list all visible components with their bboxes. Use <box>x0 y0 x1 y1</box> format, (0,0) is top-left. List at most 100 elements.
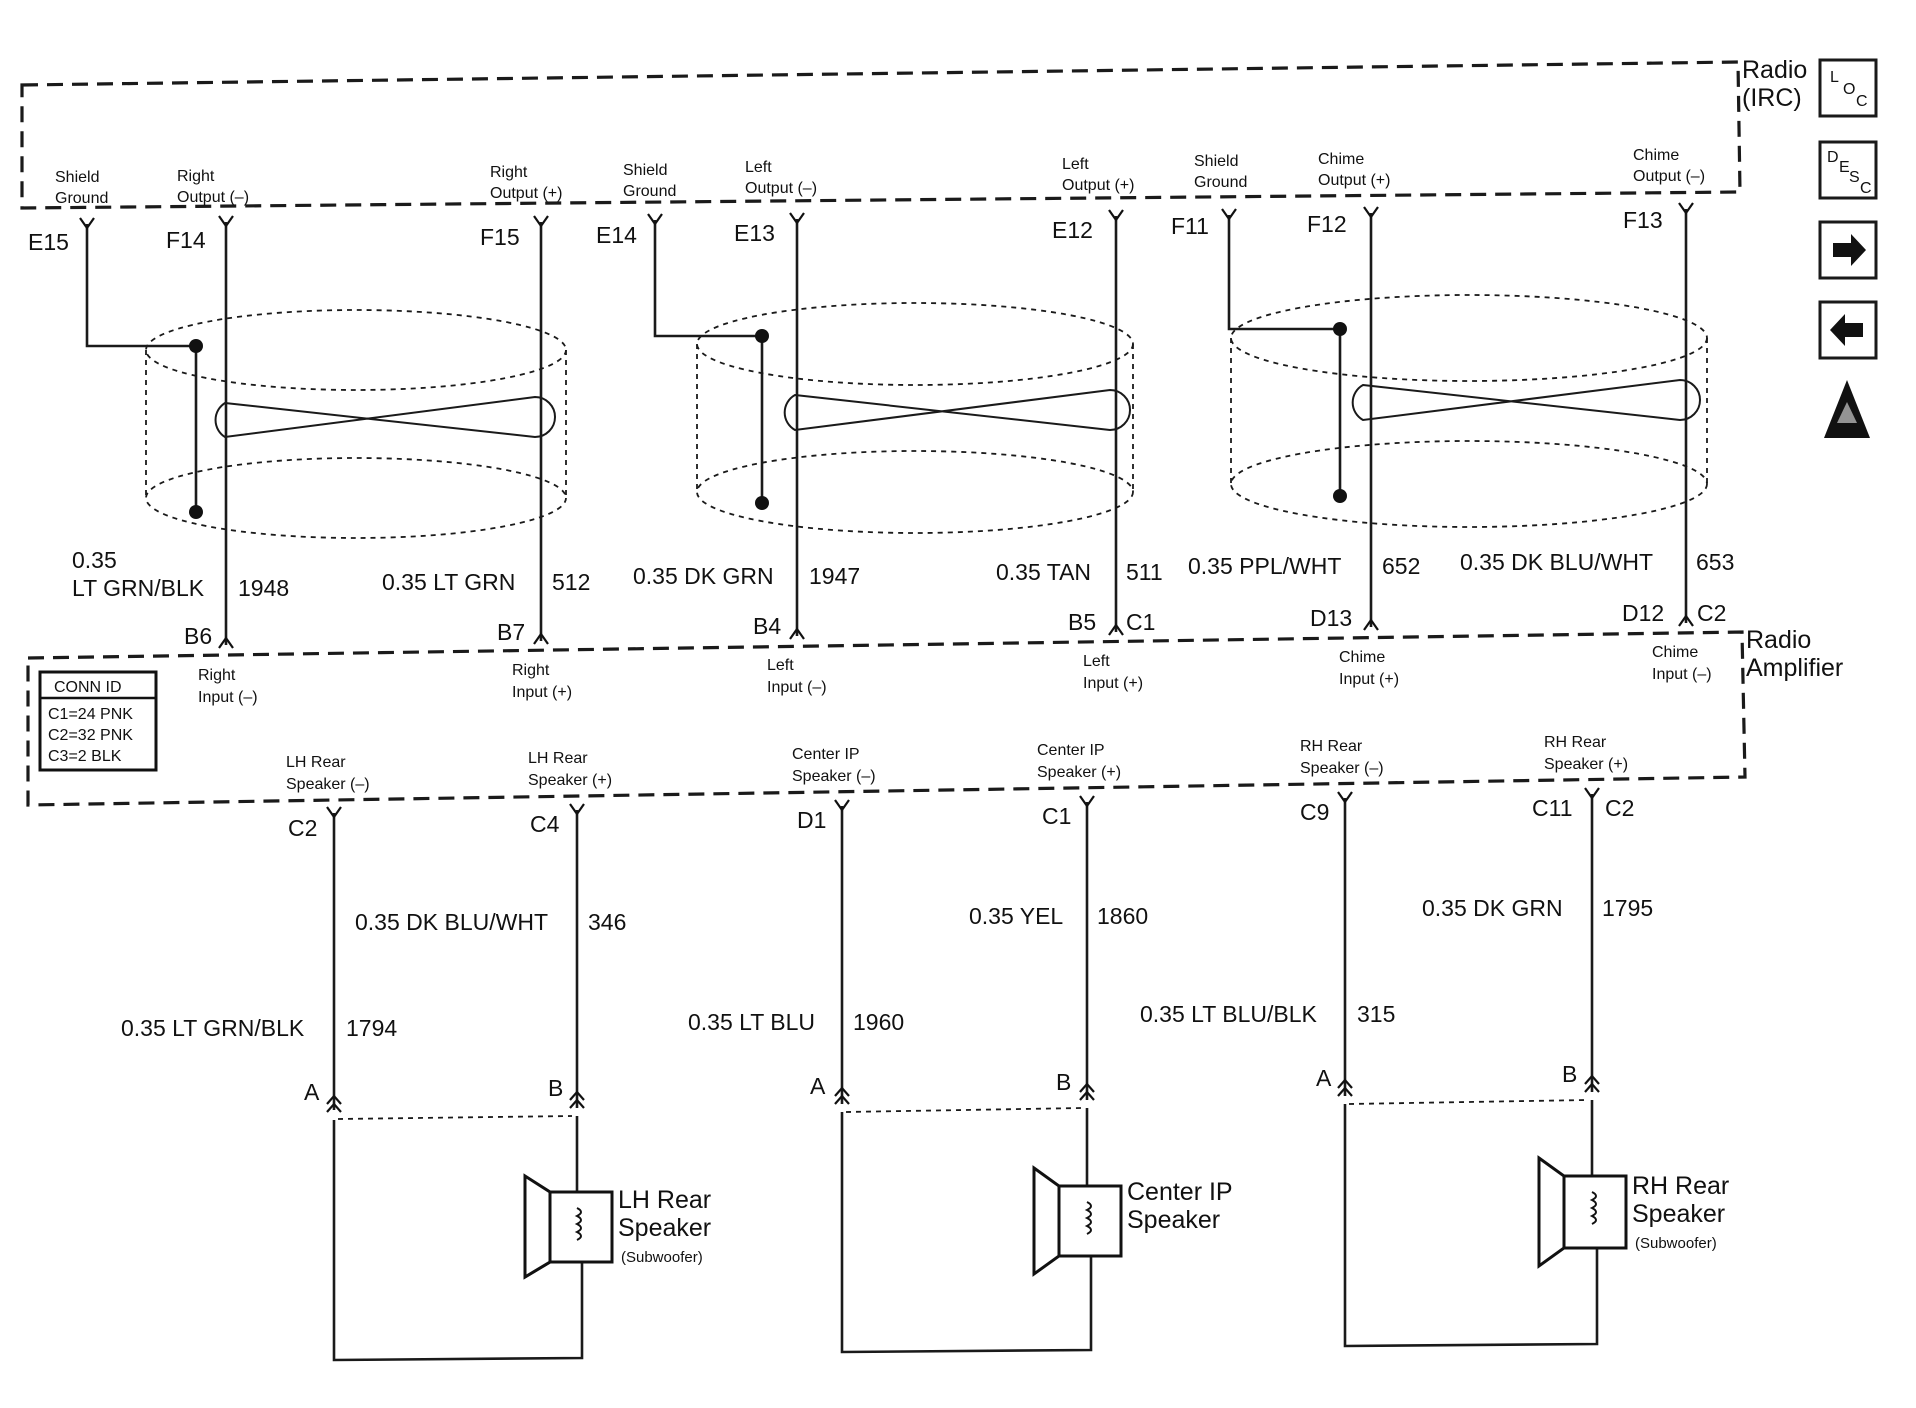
pin-label: Output (–) <box>1633 168 1705 185</box>
pin-label: Speaker (–) <box>792 768 876 785</box>
shield-splice <box>755 329 769 343</box>
conn-id-entry: C3=2 BLK <box>48 748 122 765</box>
amp-output-pin-labels: LH Rear Speaker (–) C2 LH Rear Speaker (… <box>286 734 1634 841</box>
wire-label: 0.35 LT GRN/BLK <box>121 1015 305 1041</box>
pin-id: B4 <box>753 613 781 639</box>
pin-id: D1 <box>797 807 826 833</box>
shield-splice <box>189 339 203 353</box>
lh-speaker-subtitle: Speaker <box>618 1214 711 1242</box>
shield-ground-wire <box>653 220 762 338</box>
pin-label: Ground <box>1194 174 1247 191</box>
pin-label: Shield <box>55 169 99 186</box>
circuit-number: 512 <box>552 569 590 595</box>
pin-label: Chime <box>1633 147 1679 164</box>
pin-label: Speaker (+) <box>1037 764 1121 781</box>
pin-label: Speaker (+) <box>528 772 612 789</box>
pin-label: Chime <box>1652 644 1698 661</box>
speaker-connector-body <box>337 1115 573 1120</box>
pin-id: E14 <box>596 222 637 248</box>
wire-label: 0.35 LT GRN <box>382 569 515 595</box>
pin-label: Input (–) <box>198 689 258 706</box>
arrow-right-icon[interactable] <box>1818 220 1878 280</box>
pin-label: Chime <box>1339 649 1385 666</box>
shield-splice <box>755 496 769 510</box>
circuit-number: 1860 <box>1097 903 1148 929</box>
pin-id: E15 <box>28 229 69 255</box>
amp-output-connector-symbols <box>326 787 1600 819</box>
terminal-letter: B <box>1562 1061 1577 1087</box>
pin-id: D12 <box>1622 600 1664 626</box>
radio-title: Radio <box>1742 56 1807 84</box>
shield-splice <box>189 505 203 519</box>
pin-id: C4 <box>530 811 560 837</box>
pin-id: D13 <box>1310 605 1352 631</box>
pin-id: C2 <box>1697 600 1726 626</box>
conn-id-entry: C2=32 PNK <box>48 727 133 744</box>
amp-input-pin-labels: B6 Right Input (–) B7 Right Input (+) B4… <box>184 600 1726 706</box>
pin-id: C2 <box>1605 795 1634 821</box>
shield-splice <box>1333 489 1347 503</box>
pin-label: Right <box>198 667 236 684</box>
pin-id: C9 <box>1300 799 1329 825</box>
pin-id: C1 <box>1126 609 1155 635</box>
pin-id: E12 <box>1052 217 1093 243</box>
pin-id: E13 <box>734 220 775 246</box>
circuit-number: 1947 <box>809 563 860 589</box>
amplifier-subtitle: Amplifier <box>1746 654 1843 682</box>
pin-label: LH Rear <box>286 754 346 771</box>
circuit-number: 1794 <box>346 1015 397 1041</box>
pin-id: B6 <box>184 623 212 649</box>
pin-id: F11 <box>1171 213 1209 239</box>
svg-text:C: C <box>1860 180 1872 197</box>
pin-label: Input (–) <box>1652 666 1712 683</box>
pin-label: Shield <box>623 162 667 179</box>
pin-label: Left <box>767 657 794 674</box>
pin-label: Ground <box>55 190 108 207</box>
pin-id: F12 <box>1307 211 1347 237</box>
rh-speaker-circuit <box>1343 1104 1599 1348</box>
terminal-letter: A <box>1316 1065 1332 1091</box>
pin-id: F13 <box>1623 207 1663 233</box>
pin-label: RH Rear <box>1300 738 1363 755</box>
pin-label: Chime <box>1318 151 1364 168</box>
pin-id: C2 <box>288 815 317 841</box>
wire-label: 0.35 DK BLU/WHT <box>1460 549 1653 575</box>
lh-speaker-title: LH Rear <box>618 1186 711 1214</box>
circuit-number: 1948 <box>238 575 289 601</box>
pin-label: Output (–) <box>745 180 817 197</box>
wire-label: 0.35 DK GRN <box>1422 895 1563 921</box>
esd-warning-icon <box>1824 380 1870 438</box>
center-speaker-icon <box>1032 1165 1123 1277</box>
svg-text:E: E <box>1839 159 1850 176</box>
pin-label: Output (+) <box>1062 177 1134 194</box>
pin-id: B5 <box>1068 609 1096 635</box>
radio-boundary <box>20 60 1742 210</box>
twisted-pair-right <box>145 309 567 539</box>
conn-id-box: CONN ID C1=24 PNK C2=32 PNK C3=2 BLK <box>38 670 158 772</box>
terminal-letter: B <box>1056 1069 1071 1095</box>
rh-speaker-title: RH Rear <box>1632 1172 1729 1200</box>
pin-label: Output (+) <box>490 185 562 202</box>
wire-label: 0.35 LT BLU/BLK <box>1140 1001 1318 1027</box>
lh-speaker-icon <box>523 1173 614 1280</box>
pin-label: Center IP <box>792 746 860 763</box>
amp-input-connector-symbols <box>218 614 1694 649</box>
pin-label: RH Rear <box>1544 734 1607 751</box>
desc-button[interactable]: D E S C <box>1818 140 1878 200</box>
svg-text:O: O <box>1843 81 1855 98</box>
pin-label: Right <box>490 164 528 181</box>
pin-label: Speaker (+) <box>1544 756 1628 773</box>
terminal-letter: A <box>304 1079 320 1105</box>
svg-text:L: L <box>1830 69 1839 86</box>
loc-button[interactable]: L O C <box>1818 58 1878 118</box>
shield-splice <box>1333 322 1347 336</box>
pin-id: F15 <box>480 224 520 250</box>
lh-speaker-note: (Subwoofer) <box>621 1249 703 1266</box>
arrow-left-icon[interactable] <box>1818 300 1878 360</box>
pin-id: C1 <box>1042 803 1071 829</box>
pin-label: Output (+) <box>1318 172 1390 189</box>
circuit-number: 1795 <box>1602 895 1653 921</box>
wire-label: 0.35 TAN <box>996 559 1091 585</box>
